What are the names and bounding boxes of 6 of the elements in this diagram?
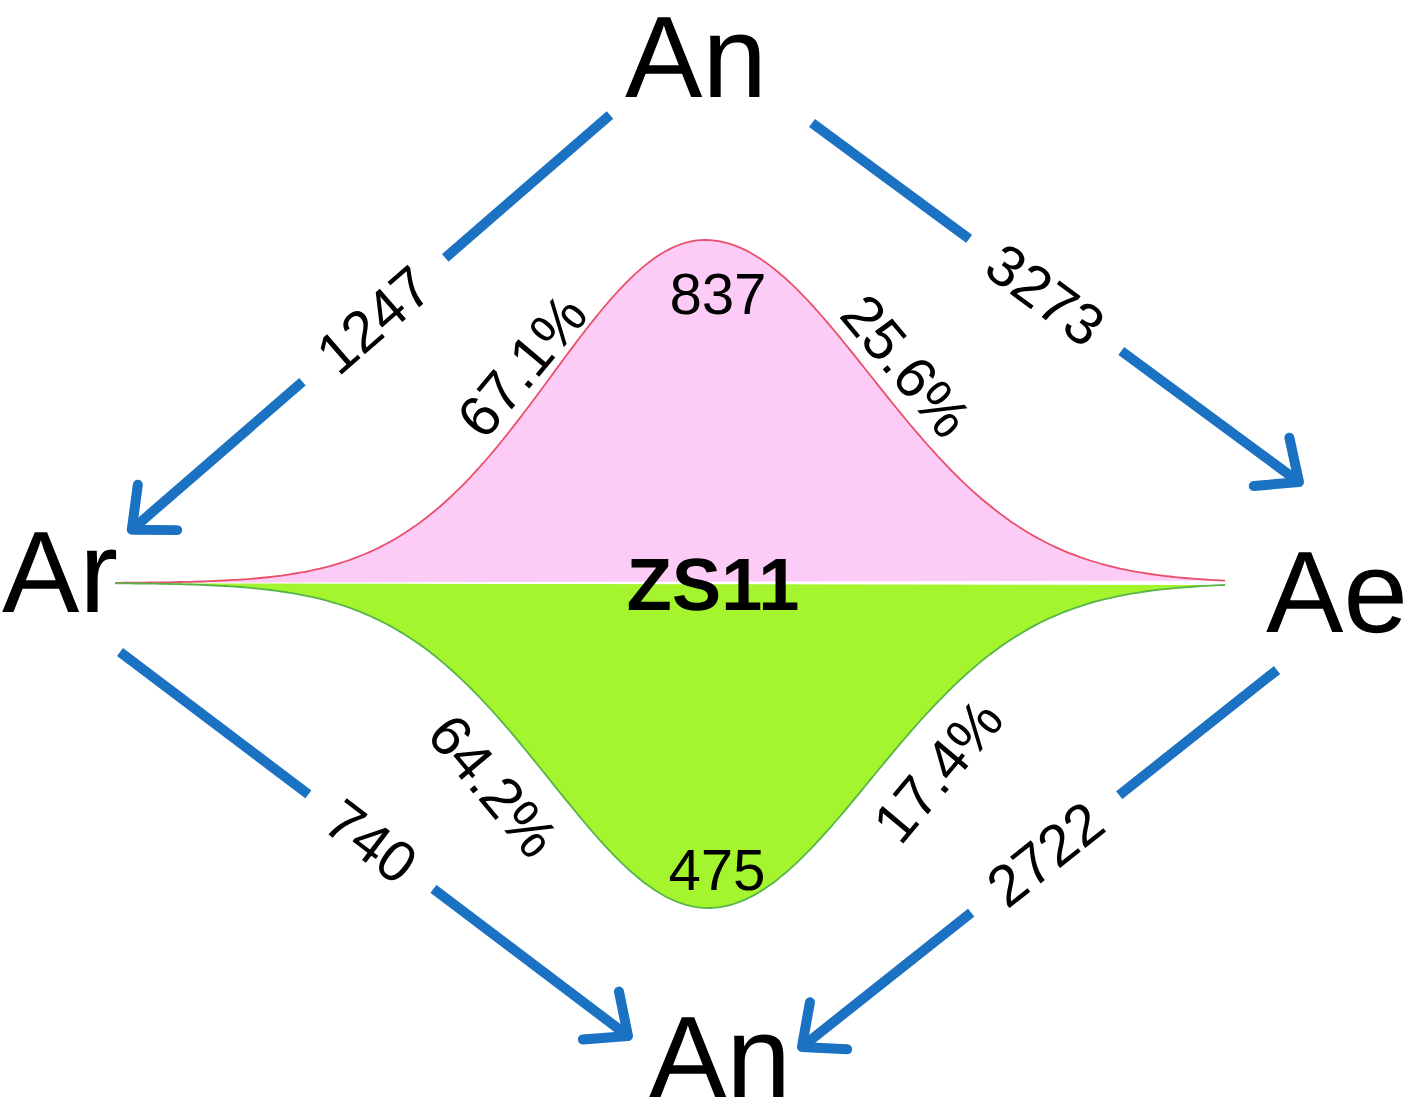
node-label: Ar: [2, 532, 117, 612]
edge-label: 3273: [953, 217, 1138, 373]
node-label: An: [649, 1017, 784, 1097]
node-label: An: [625, 17, 760, 97]
edge-label: 740: [292, 773, 450, 911]
node-label: Ae: [1266, 552, 1403, 634]
